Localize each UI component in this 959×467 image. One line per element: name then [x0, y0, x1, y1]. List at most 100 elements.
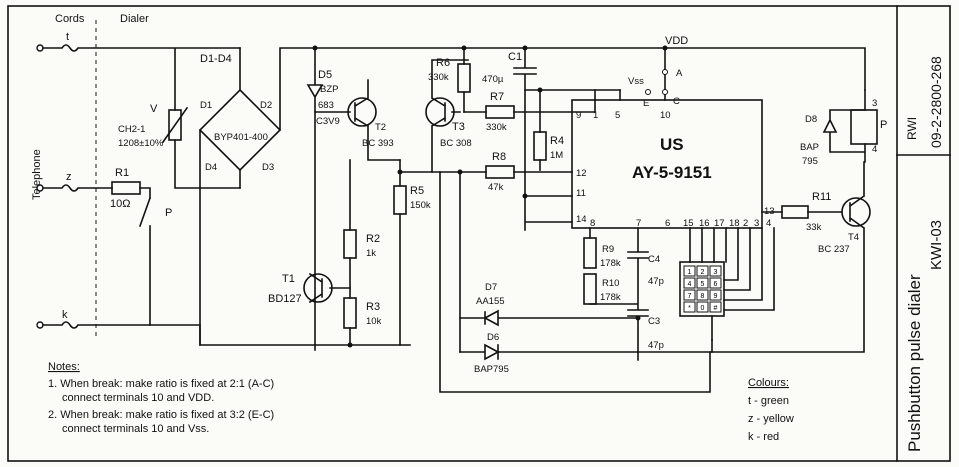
- svg-text:10: 10: [660, 110, 671, 121]
- zener-d5: [306, 47, 324, 351]
- svg-text:E: E: [643, 98, 649, 109]
- svg-text:150k: 150k: [410, 200, 431, 211]
- diode-d6: [459, 339, 713, 361]
- ic-body: [571, 99, 763, 229]
- keypad-key: [709, 289, 722, 301]
- dialer-heading: Dialer: [120, 13, 149, 25]
- svg-text:D8: D8: [805, 114, 817, 125]
- bridge-label: D1-D4: [200, 53, 232, 65]
- keypad-key-label: 9: [714, 293, 718, 300]
- svg-text:10k: 10k: [366, 316, 382, 327]
- keypad-key-label: 6: [714, 281, 718, 288]
- relay-coil: [850, 109, 878, 145]
- keypad-key: [696, 277, 709, 289]
- ic-name: US: [660, 135, 684, 154]
- note-1a: 1. When break: make ratio is fixed at 2:…: [48, 378, 274, 390]
- resistor-r3: [343, 297, 357, 329]
- svg-text:33k: 33k: [806, 222, 822, 233]
- svg-text:330k: 330k: [428, 72, 449, 83]
- notes-title: Notes:: [48, 361, 80, 373]
- r1-label: R1: [115, 167, 129, 179]
- svg-text:47p: 47p: [648, 276, 664, 287]
- svg-text:T4: T4: [848, 232, 859, 243]
- svg-text:T3: T3: [452, 121, 465, 133]
- svg-text:2: 2: [743, 218, 748, 229]
- note-2b: connect terminals 10 and Vss.: [62, 423, 209, 435]
- keypad-key: [696, 301, 709, 313]
- svg-text:R6: R6: [436, 57, 450, 69]
- transistor-t1: [303, 273, 333, 303]
- colours-title: Colours:: [748, 377, 789, 389]
- varistor-value-2: 1208±10%: [118, 138, 164, 149]
- wire-z: [42, 184, 113, 192]
- model-code: KWI-03: [928, 220, 945, 270]
- svg-text:C4: C4: [648, 254, 660, 265]
- svg-text:R7: R7: [490, 91, 504, 103]
- keypad-key-label: 4: [688, 281, 692, 288]
- r1-value: 10Ω: [110, 198, 130, 210]
- resistor-r5: [393, 185, 407, 215]
- svg-text:D1: D1: [200, 100, 212, 111]
- diode-d7: [459, 309, 639, 327]
- svg-text:BC 237: BC 237: [818, 244, 850, 255]
- svg-text:BC 308: BC 308: [440, 138, 472, 149]
- svg-text:178k: 178k: [600, 292, 621, 303]
- svg-text:7: 7: [636, 218, 641, 229]
- wire-k-label: k: [62, 309, 68, 321]
- svg-text:47p: 47p: [648, 340, 664, 351]
- keypad-key-label: 1: [688, 269, 692, 276]
- capacitor-c1: [513, 47, 621, 91]
- svg-text:C: C: [673, 96, 680, 107]
- svg-text:D4: D4: [205, 162, 217, 173]
- keypad-key: [709, 301, 722, 313]
- keypad-key: [683, 289, 696, 301]
- svg-text:C1: C1: [508, 51, 522, 63]
- svg-text:5: 5: [615, 110, 620, 121]
- keypad-key: [696, 265, 709, 277]
- svg-text:A: A: [676, 68, 683, 79]
- resistor-r9: [583, 237, 597, 269]
- wire-z-label: z: [66, 171, 72, 183]
- switch-p-label: P: [165, 207, 172, 219]
- svg-text:18: 18: [729, 218, 740, 229]
- svg-text:1k: 1k: [366, 248, 376, 259]
- transistor-t4: [841, 197, 871, 227]
- svg-text:330k: 330k: [486, 122, 507, 133]
- svg-text:14: 14: [576, 214, 587, 225]
- resistor-r1: [111, 181, 141, 195]
- svg-text:17: 17: [714, 218, 725, 229]
- ic-part: AY-5-9151: [632, 163, 712, 182]
- svg-text:R3: R3: [366, 301, 380, 313]
- keypad-key: [709, 277, 722, 289]
- bridge-type: BYP401-400: [214, 132, 268, 143]
- keypad-key-label: 8: [701, 293, 705, 300]
- svg-text:795: 795: [802, 156, 818, 167]
- svg-text:470µ: 470µ: [482, 74, 504, 85]
- vdd-label: VDD: [665, 35, 688, 47]
- svg-text:R10: R10: [602, 278, 619, 289]
- svg-text:15: 15: [683, 218, 694, 229]
- svg-text:4: 4: [766, 218, 771, 229]
- keypad-key-label: #: [714, 305, 718, 312]
- svg-text:R8: R8: [492, 151, 506, 163]
- svg-text:12: 12: [576, 168, 587, 179]
- keypad-key: [683, 301, 696, 313]
- svg-text:3: 3: [872, 98, 877, 109]
- terminal-z: [36, 184, 44, 192]
- svg-text:D5: D5: [318, 69, 332, 81]
- vss-label: Vss: [628, 76, 644, 87]
- svg-text:D7: D7: [485, 282, 497, 293]
- colour-z: z - yellow: [748, 413, 794, 425]
- title-code: RWI: [905, 117, 919, 140]
- keypad-key: [683, 265, 696, 277]
- svg-text:47k: 47k: [488, 182, 504, 193]
- svg-text:1M: 1M: [550, 150, 563, 161]
- svg-text:8: 8: [590, 218, 595, 229]
- colour-t: t - green: [748, 395, 789, 407]
- terminal-t: [36, 44, 44, 52]
- diode-d8: [822, 89, 866, 163]
- svg-text:16: 16: [699, 218, 710, 229]
- svg-text:R2: R2: [366, 233, 380, 245]
